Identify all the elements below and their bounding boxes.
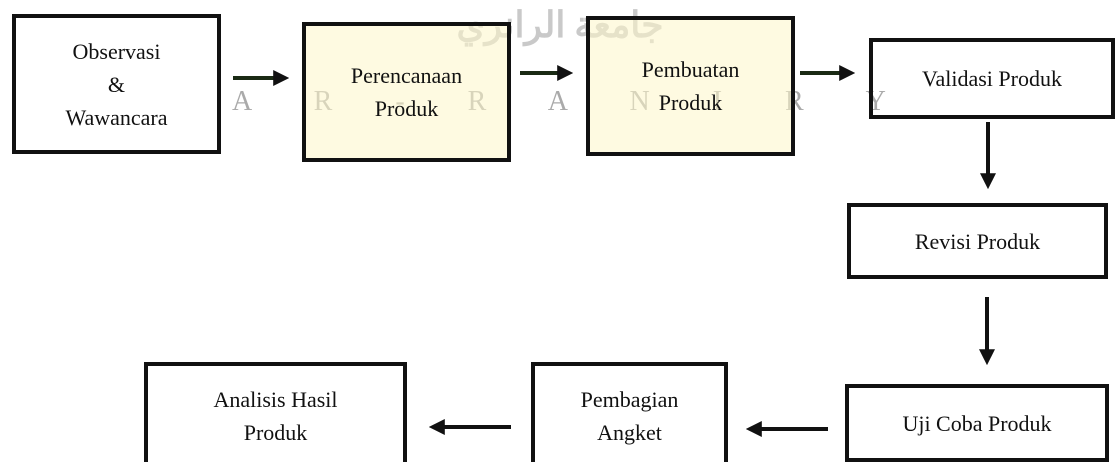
node-observasi-wawancara: Observasi & Wawancara [12, 14, 221, 154]
node-label: Pembuatan Produk [641, 57, 740, 115]
node-analisis-hasil-produk: Analisis Hasil Produk [144, 362, 407, 462]
node-pembagian-angket: Pembagian Angket [531, 362, 728, 462]
node-uji-coba-produk: Uji Coba Produk [845, 384, 1109, 462]
node-perencanaan-produk: Perencanaan Produk [302, 22, 511, 162]
node-label: Revisi Produk [914, 228, 1041, 254]
node-label: Validasi Produk [922, 66, 1062, 91]
node-label: Pembagian Angket [580, 387, 679, 445]
node-label: Uji Coba Produk [902, 410, 1052, 436]
node-label: Observasi & Wawancara [65, 38, 168, 130]
node-label: Perencanaan Produk [350, 63, 463, 121]
node-label: Analisis Hasil Produk [213, 387, 338, 445]
node-validasi-produk: Validasi Produk [869, 38, 1115, 119]
node-pembuatan-produk: Pembuatan Produk [586, 16, 795, 156]
node-revisi-produk: Revisi Produk [847, 203, 1108, 279]
